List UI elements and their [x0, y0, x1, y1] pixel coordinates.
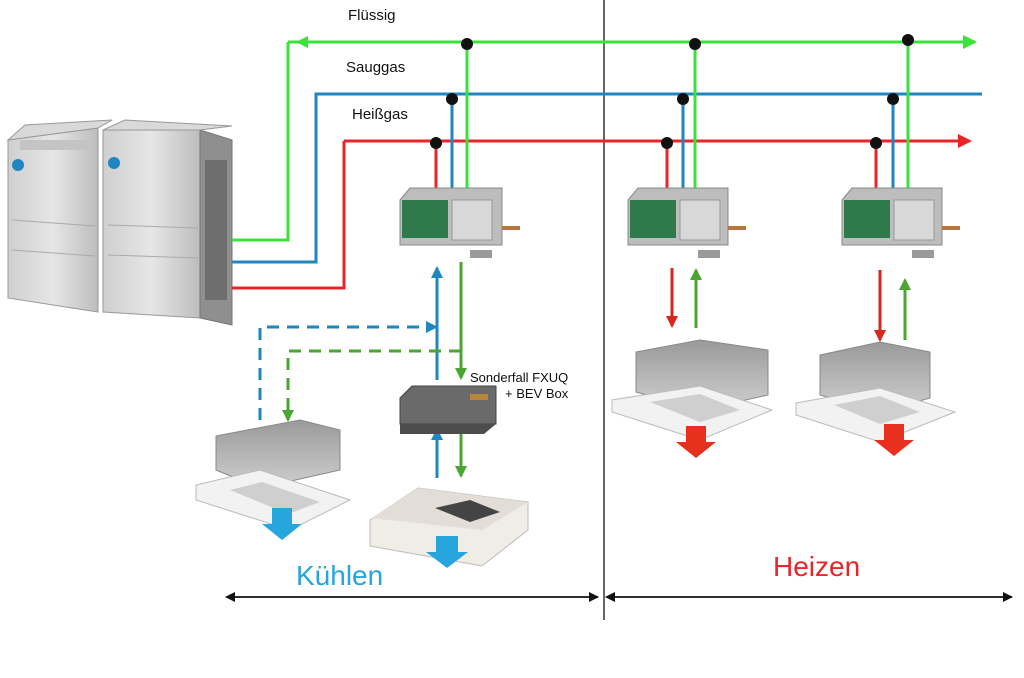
warm-air-arrow-1 [676, 426, 716, 458]
ceiling-unit-fxuq [369, 487, 529, 567]
hot-gas-line [232, 134, 972, 290]
cooling-flow-arrows [258, 262, 467, 478]
cool-air-arrow-1 [262, 508, 302, 540]
cooling-zone-label: Kühlen [296, 560, 384, 591]
bs-box-2 [627, 187, 746, 258]
bev-box [399, 385, 497, 434]
heating-flow-arrows [666, 268, 911, 342]
special-case-line2: + BEV Box [505, 386, 569, 401]
outdoor-unit-left [6, 119, 113, 313]
bs-box-3 [841, 187, 960, 258]
heating-zone-label: Heizen [773, 551, 861, 582]
special-case-note: Sonderfall FXUQ + BEV Box [470, 370, 568, 402]
hot-gas-line-label: Heißgas [352, 106, 408, 123]
suction-gas-line-label: Sauggas [346, 59, 406, 76]
warm-air-arrow-2 [874, 424, 914, 456]
outdoor-unit-right [102, 119, 233, 326]
cassette-unit-heating-1 [611, 339, 774, 441]
suction-gas-line [232, 92, 982, 264]
liquid-line [232, 35, 977, 242]
special-case-line1: Sonderfall FXUQ [470, 370, 569, 385]
cassette-unit-cooling [195, 419, 352, 531]
junction-dots [430, 34, 914, 149]
branch-connections [434, 42, 910, 188]
cool-air-arrow-2 [426, 536, 468, 568]
liquid-line-label: Flüssig [348, 7, 396, 24]
cassette-unit-heating-2 [795, 341, 957, 443]
bs-box-1 [399, 187, 520, 258]
